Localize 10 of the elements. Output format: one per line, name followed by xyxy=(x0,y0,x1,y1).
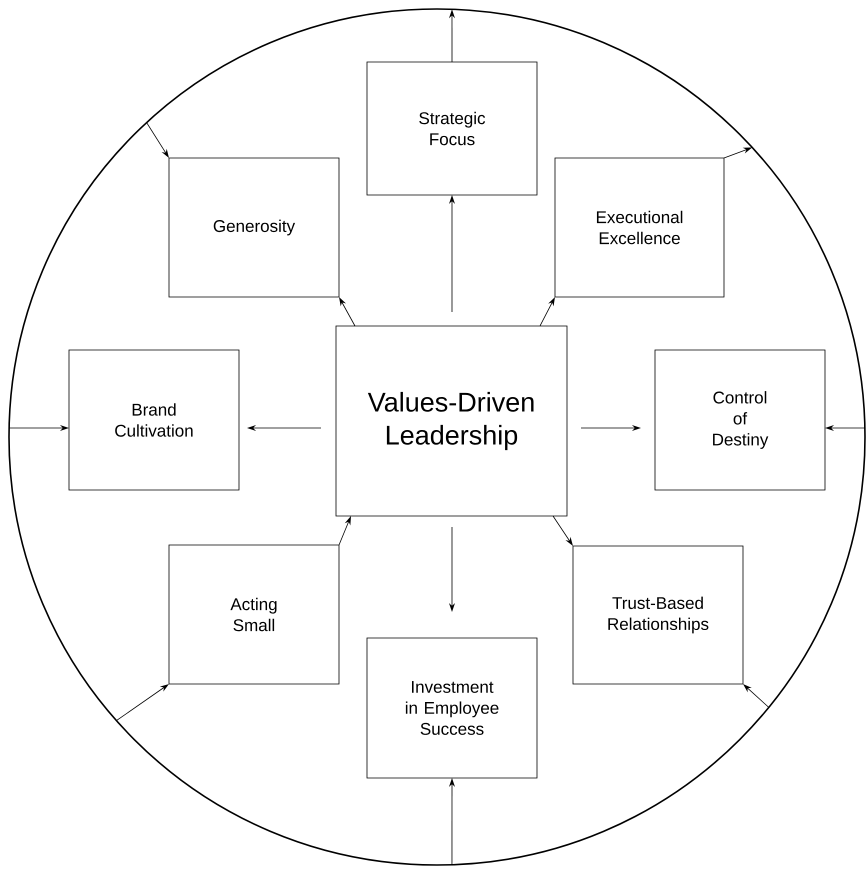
concept-box: Brand Cultivation xyxy=(68,350,240,490)
central-box: Values-Driven Leadership xyxy=(336,326,568,516)
concept-box: Executional Excellence xyxy=(554,158,724,298)
concept-box: Acting Small xyxy=(168,544,340,684)
concept-box: Trust-Based Relationships xyxy=(572,546,744,684)
concept-box: Control of Destiny xyxy=(654,350,826,490)
concept-box: Strategic Focus xyxy=(366,62,538,196)
concept-box: Generosity xyxy=(168,158,340,298)
concept-box: Investment in Employee Success xyxy=(366,638,538,778)
circle-border xyxy=(8,8,866,866)
